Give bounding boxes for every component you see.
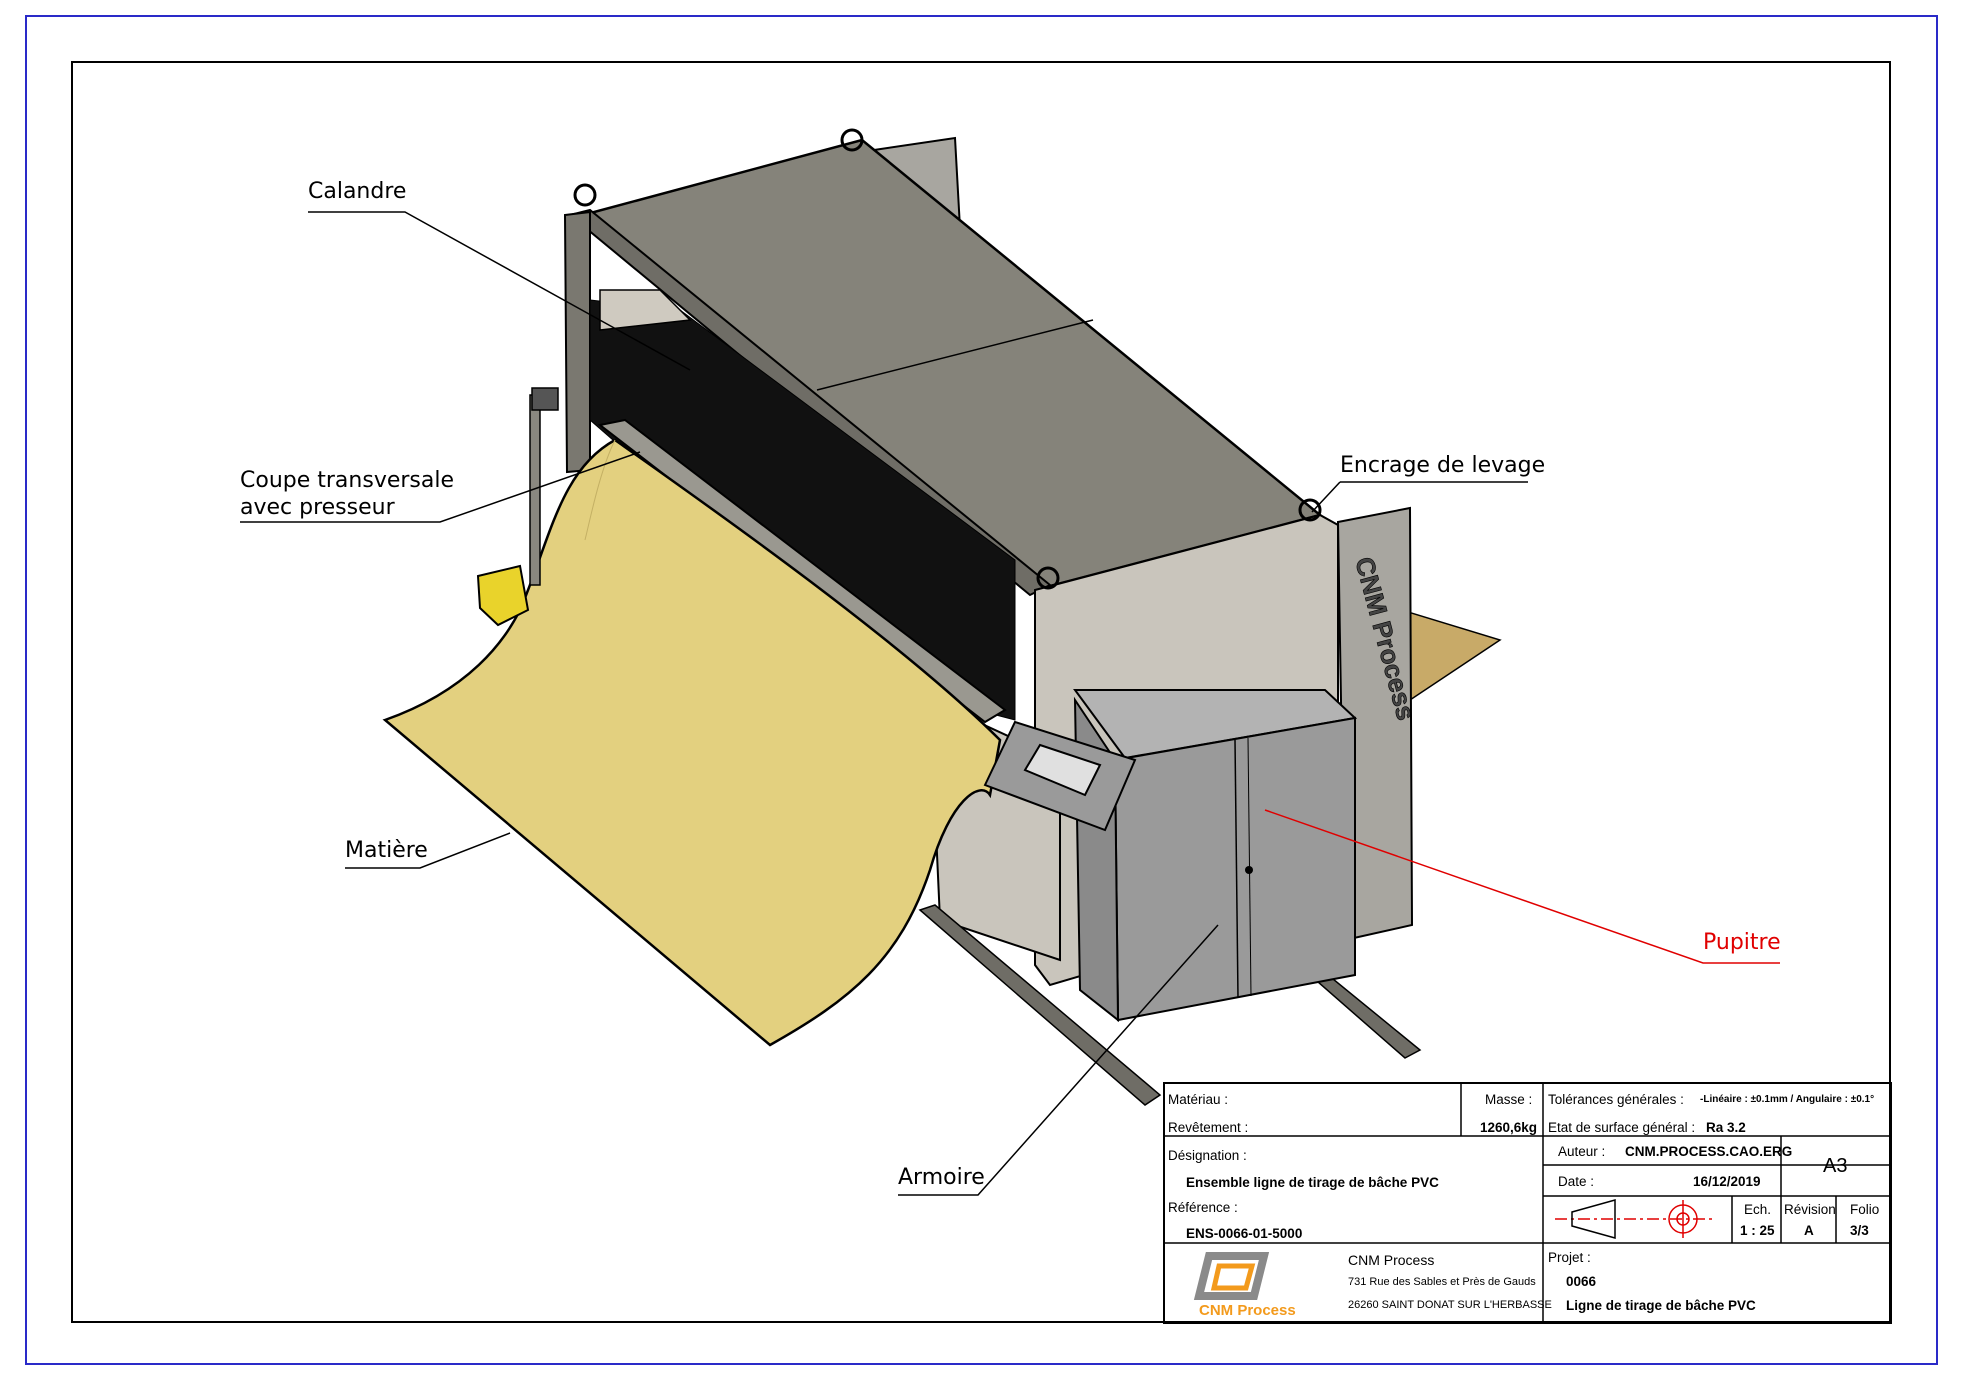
leader-pupitre (1264, 809, 1780, 964)
masse-value: 1260,6kg (1480, 1120, 1538, 1135)
masse-label: Masse : (1485, 1092, 1533, 1107)
inner-drawing-border (71, 61, 1891, 1323)
company-address1: 731 Rue des Sables et Près de Gauds (1348, 1276, 1536, 1288)
revetement-label: Revêtement : (1168, 1120, 1249, 1135)
designation-value: Ensemble ligne de tirage de bâche PVC (1186, 1175, 1439, 1190)
leader-calandre (308, 211, 691, 371)
company-name: CNM Process (1348, 1252, 1435, 1268)
floor-rail (918, 904, 1162, 1106)
company-logo: CNM Process (1164, 1248, 1334, 1320)
projet-number: 0066 (1566, 1274, 1597, 1289)
yellow-pedal (476, 564, 530, 627)
callout-coupe-line1: Coupe transversale (240, 468, 455, 493)
tolerances-value: -Linéaire : ±0.1mm / Angulaire : ±0.1° (1700, 1094, 1875, 1105)
materiau-label: Matériau : (1168, 1092, 1229, 1107)
control-screen (1023, 743, 1102, 797)
lifting-eye-4 (1036, 566, 1060, 590)
revision-value: A (1804, 1223, 1814, 1238)
outer-sheet-border (25, 15, 1938, 1365)
projet-name: Ligne de tirage de bâche PVC (1566, 1298, 1756, 1313)
date-value: 16/12/2019 (1693, 1174, 1761, 1189)
format-value: A3 (1823, 1155, 1848, 1177)
date-label: Date : (1558, 1174, 1595, 1189)
lifting-eye-2 (840, 128, 864, 152)
folio-value: 3/3 (1850, 1223, 1869, 1238)
callout-armoire: Armoire (898, 1165, 985, 1190)
title-block-grid (1163, 1082, 1892, 1324)
callout-encrage: Encrage de levage (1340, 453, 1546, 478)
post-top-box (531, 387, 559, 411)
etat-surface-value: Ra 3.2 (1706, 1120, 1746, 1135)
projet-label: Projet : (1548, 1250, 1591, 1265)
lifting-eye-1 (573, 183, 597, 207)
company-address2: 26260 SAINT DONAT SUR L'HERBASSE (1348, 1299, 1552, 1311)
reference-value: ENS-0066-01-5000 (1186, 1226, 1303, 1241)
reference-label: Référence : (1168, 1200, 1238, 1215)
lifting-eye-3 (1298, 498, 1322, 522)
callout-coupe-line2: avec presseur (240, 495, 395, 520)
left-upright (563, 210, 591, 474)
auteur-label: Auteur : (1558, 1144, 1606, 1159)
callout-matiere: Matière (345, 838, 428, 863)
leader-armoire (898, 924, 1219, 1196)
callout-calandre: Calandre (308, 179, 407, 204)
projection-symbol (1555, 1199, 1715, 1239)
callout-pupitre: Pupitre (1703, 930, 1781, 955)
designation-label: Désignation : (1168, 1148, 1247, 1163)
leader-matiere (345, 832, 511, 869)
ech-value: 1 : 25 (1740, 1223, 1775, 1238)
tolerances-label: Tolérances générales : (1548, 1092, 1684, 1107)
auteur-value: CNM.PROCESS.CAO.ERG (1625, 1144, 1793, 1159)
leader-coupe (240, 451, 641, 523)
folio-label: Folio (1850, 1202, 1880, 1217)
logo-text: CNM Process (1199, 1302, 1296, 1319)
ech-label: Ech. (1744, 1202, 1772, 1217)
etat-surface-label: Etat de surface général : (1548, 1120, 1696, 1135)
revision-label: Révision (1784, 1202, 1836, 1217)
